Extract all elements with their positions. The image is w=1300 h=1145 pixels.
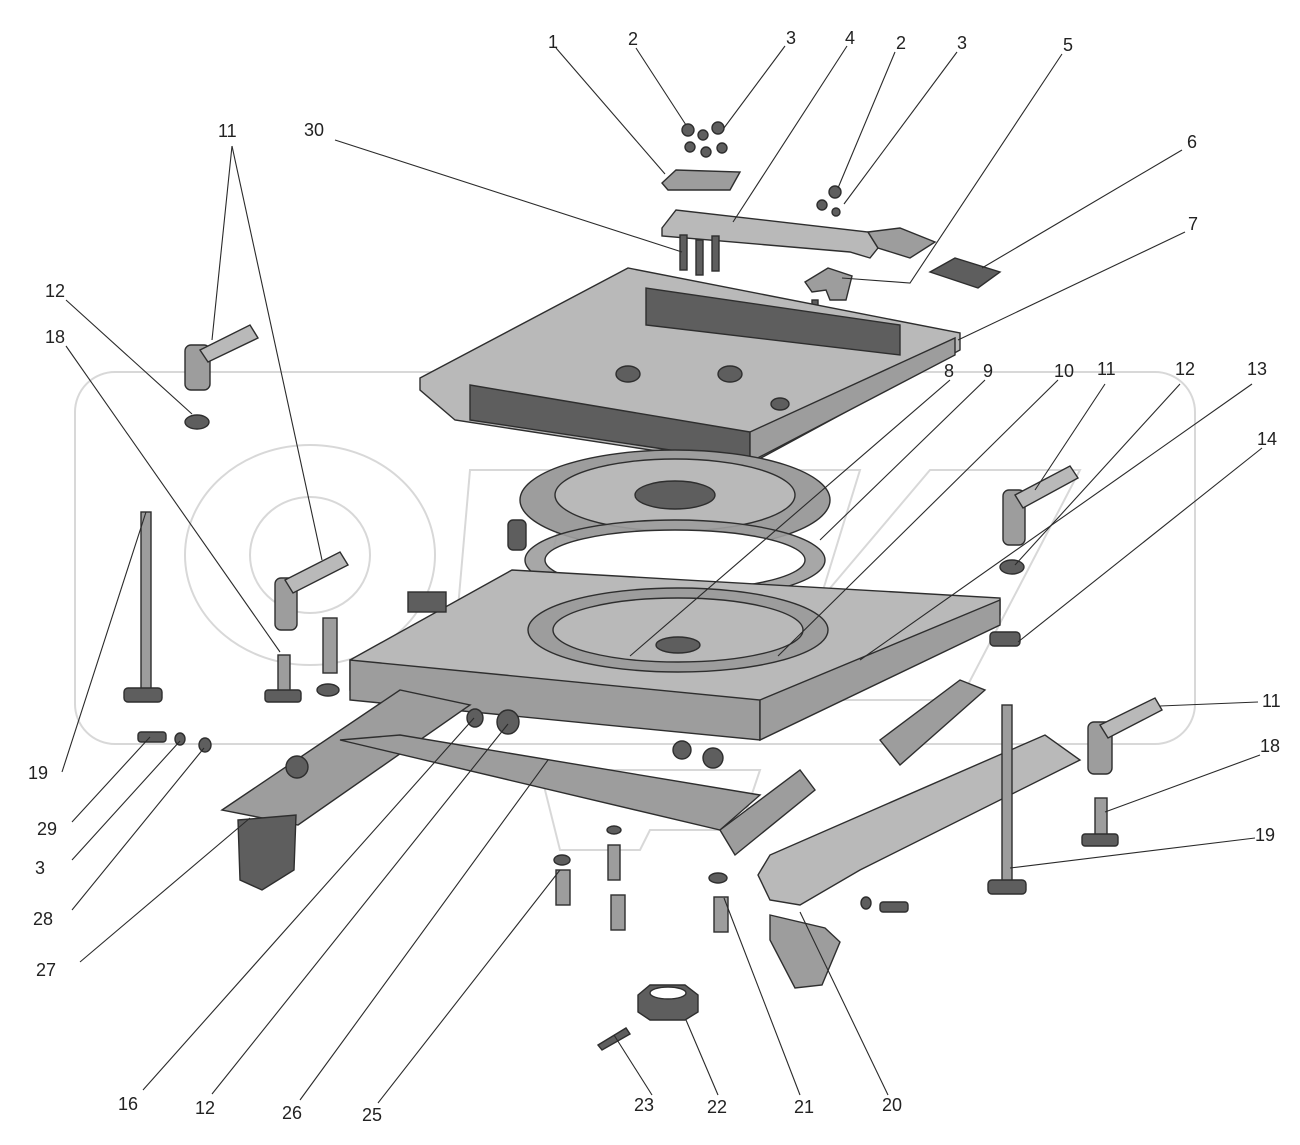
callout-3b: 3 — [957, 33, 967, 53]
part-base-plate-10 — [349, 569, 1001, 742]
part-nuts-top — [681, 121, 728, 158]
part-link-right — [719, 679, 987, 857]
callout-2a: 2 — [628, 29, 638, 49]
callout-28: 28 — [33, 909, 53, 929]
callout-7: 7 — [1188, 214, 1198, 234]
part-handle-11-right-lower — [1087, 697, 1163, 775]
part-crossbar-25 — [339, 734, 762, 831]
callout-12c: 12 — [195, 1098, 215, 1118]
part-handle-11-mid-left — [274, 551, 349, 631]
part-rod-19-right — [987, 704, 1027, 895]
part-rod-19-left — [123, 511, 163, 703]
part-plate-1 — [661, 169, 742, 191]
callout-6: 6 — [1187, 132, 1197, 152]
part-washers-12 — [184, 414, 1025, 769]
part-handle-11-right-upper — [1002, 465, 1080, 546]
part-small-bolts-29-28 — [137, 731, 212, 753]
part-handle-11-top-left — [184, 324, 260, 391]
callout-11b: 11 — [1097, 359, 1116, 379]
callout-8: 8 — [944, 361, 954, 381]
callout-26: 26 — [282, 1103, 302, 1123]
part-pad-6 — [928, 257, 1002, 289]
part-bar-4 — [661, 209, 937, 259]
callout-9: 9 — [983, 361, 993, 381]
callout-29: 29 — [37, 819, 57, 839]
part-rail-left-27 — [220, 689, 472, 891]
callout-11c: 11 — [1262, 691, 1281, 711]
part-nut-22 — [637, 984, 699, 1021]
part-bolt-screw-left — [316, 617, 340, 697]
callout-19a: 19 — [28, 763, 48, 783]
part-rail-right-20 — [757, 734, 1082, 989]
callout-23: 23 — [634, 1095, 654, 1115]
part-nuts-right-top — [816, 185, 842, 217]
callout-22: 22 — [707, 1097, 727, 1117]
callout-3a: 3 — [786, 28, 796, 48]
callout-labels: 1 2 3 4 2 3 5 30 6 7 11 12 18 8 9 10 11 … — [28, 28, 1281, 1125]
callout-14: 14 — [1257, 429, 1277, 449]
callout-1: 1 — [548, 32, 558, 52]
callout-10: 10 — [1054, 361, 1074, 381]
callout-21: 21 — [794, 1097, 814, 1117]
callout-30: 30 — [304, 120, 324, 140]
part-bolt-14 — [989, 631, 1021, 647]
callout-11a: 11 — [218, 121, 237, 141]
callout-5: 5 — [1063, 35, 1073, 55]
leader-lines — [61, 45, 1263, 1104]
callout-12b: 12 — [1175, 359, 1195, 379]
callout-18b: 18 — [1260, 736, 1280, 756]
part-bottom-bolts-21 — [553, 825, 909, 933]
callout-19b: 19 — [1255, 825, 1275, 845]
part-pin-23 — [596, 1027, 631, 1051]
callout-3c: 3 — [35, 858, 45, 878]
callout-16: 16 — [118, 1094, 138, 1114]
callout-4: 4 — [845, 28, 855, 48]
callout-20: 20 — [882, 1095, 902, 1115]
callout-27: 27 — [36, 960, 56, 980]
callout-12a: 12 — [45, 281, 65, 301]
callout-2b: 2 — [896, 33, 906, 53]
part-pins-18 — [264, 654, 1119, 847]
callout-25: 25 — [362, 1105, 382, 1125]
callout-18a: 18 — [45, 327, 65, 347]
part-bolts-30 — [679, 234, 720, 276]
part-seat-frame-7 — [419, 267, 961, 466]
callout-13: 13 — [1247, 359, 1267, 379]
